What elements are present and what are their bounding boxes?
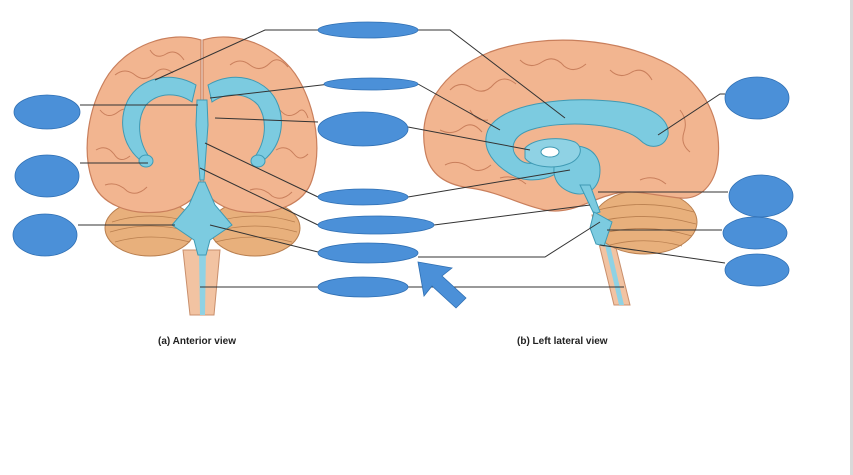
label-box-right-1[interactable] <box>724 76 790 120</box>
label-box-left-3[interactable] <box>12 213 78 257</box>
right-hemisphere <box>202 36 318 214</box>
right-edge-divider <box>850 0 853 475</box>
label-box-right-3[interactable] <box>722 216 788 250</box>
leader-lines <box>78 29 728 288</box>
caption-lateral-view: (b) Left lateral view <box>517 336 608 347</box>
label-box-top-center[interactable] <box>317 21 419 39</box>
label-box-right-2[interactable] <box>728 174 794 218</box>
caption-anterior-view: (a) Anterior view <box>158 336 236 347</box>
central-canal-anterior <box>199 250 206 315</box>
label-boxes <box>12 21 794 298</box>
label-box-left-2[interactable] <box>14 154 80 198</box>
label-box-center-7[interactable] <box>317 276 409 298</box>
cerebral-aqueduct-lateral <box>579 184 601 215</box>
left-inferior-horn <box>138 154 154 168</box>
fourth-ventricle-anterior <box>171 181 233 256</box>
lateral-ventricle-lateral <box>485 99 669 181</box>
arrow-icon <box>417 261 467 309</box>
label-box-center-5[interactable] <box>317 215 435 235</box>
label-box-center-2[interactable] <box>323 77 419 91</box>
anterior-view <box>86 36 318 316</box>
left-hemisphere <box>86 36 202 214</box>
interthalamic-adhesion <box>540 146 560 158</box>
right-inferior-horn <box>250 154 266 168</box>
label-box-center-6[interactable] <box>317 242 419 264</box>
third-ventricle-anterior <box>195 99 209 181</box>
label-box-left-1[interactable] <box>13 94 81 130</box>
label-box-right-4[interactable] <box>724 253 790 287</box>
label-box-center-3[interactable] <box>317 111 409 147</box>
lateral-view <box>423 39 720 306</box>
cerebrum-lateral <box>423 39 720 212</box>
lateral-gyri <box>439 58 691 185</box>
label-box-center-4[interactable] <box>317 188 409 206</box>
